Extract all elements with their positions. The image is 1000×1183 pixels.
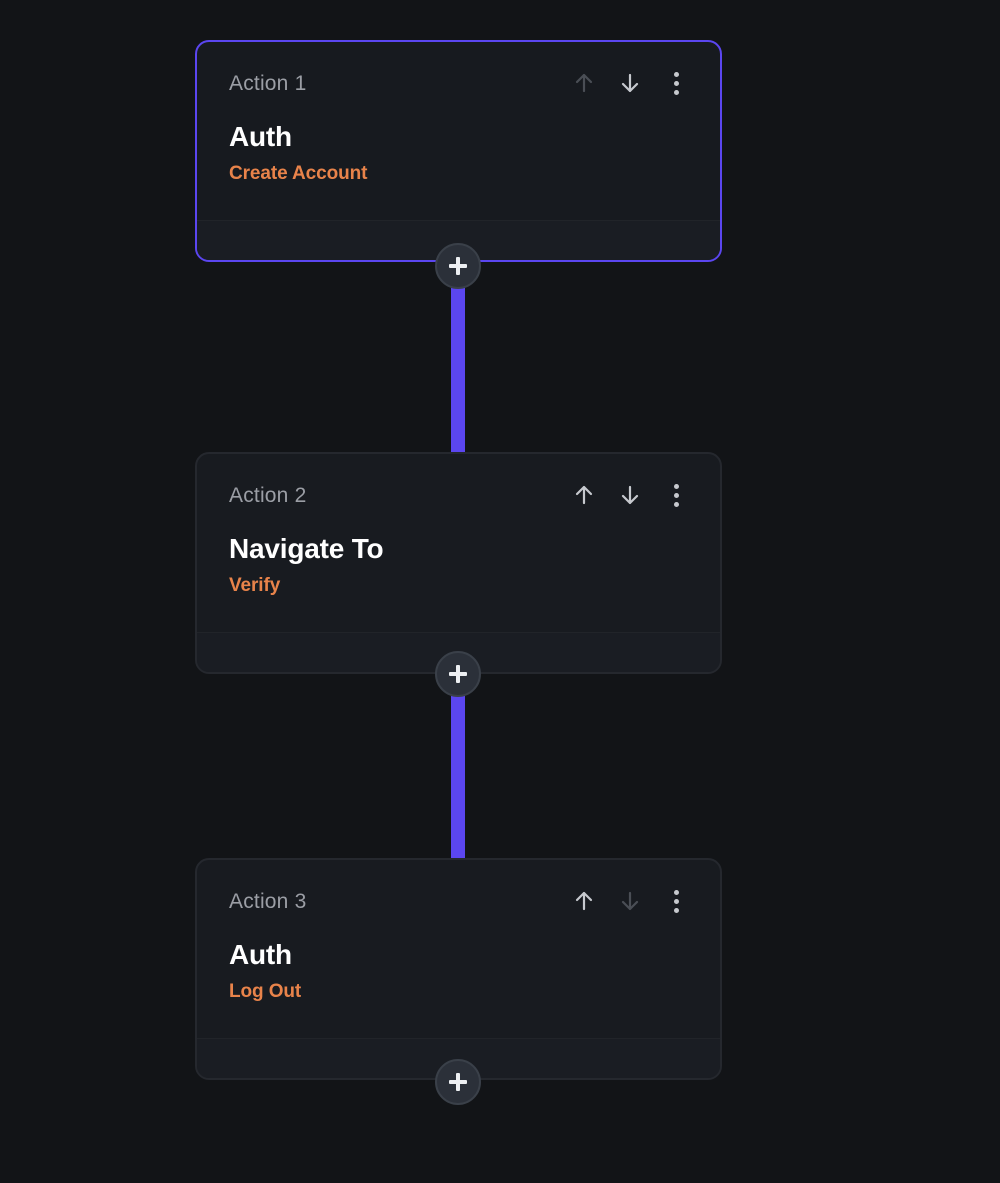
action-card-2[interactable]: Action 2 Navigate To Verify: [195, 452, 722, 674]
action-index-label: Action 2: [229, 484, 307, 507]
kebab-menu-icon[interactable]: [664, 482, 688, 508]
action-subtitle: Log Out: [229, 981, 302, 1002]
add-action-button-2[interactable]: [435, 651, 481, 697]
plus-icon: [448, 1072, 468, 1092]
flow-connector-1: [451, 284, 465, 456]
flow-connector-2: [451, 692, 465, 862]
action-title: Auth: [229, 939, 292, 970]
arrow-down-icon: [618, 888, 642, 914]
action-card-controls: [572, 888, 688, 914]
action-subtitle: Verify: [229, 575, 281, 596]
add-action-button-1[interactable]: [435, 243, 481, 289]
action-card-controls: [572, 70, 688, 96]
action-card-header: Action 1: [229, 70, 688, 102]
action-card-header: Action 2: [229, 482, 688, 514]
kebab-menu-icon[interactable]: [664, 70, 688, 96]
arrow-up-icon: [572, 70, 596, 96]
action-index-label: Action 1: [229, 72, 307, 95]
action-card-header: Action 3: [229, 888, 688, 920]
action-card-controls: [572, 482, 688, 508]
add-action-button-3[interactable]: [435, 1059, 481, 1105]
action-subtitle: Create Account: [229, 163, 368, 184]
action-card-body: Action 2 Navigate To Verify: [197, 454, 720, 632]
action-title: Navigate To: [229, 533, 384, 564]
kebab-menu-icon[interactable]: [664, 888, 688, 914]
arrow-up-icon[interactable]: [572, 888, 596, 914]
arrow-down-icon[interactable]: [618, 70, 642, 96]
plus-icon: [448, 256, 468, 276]
action-index-label: Action 3: [229, 890, 307, 913]
action-title: Auth: [229, 121, 292, 152]
arrow-down-icon[interactable]: [618, 482, 642, 508]
plus-icon: [448, 664, 468, 684]
arrow-up-icon[interactable]: [572, 482, 596, 508]
